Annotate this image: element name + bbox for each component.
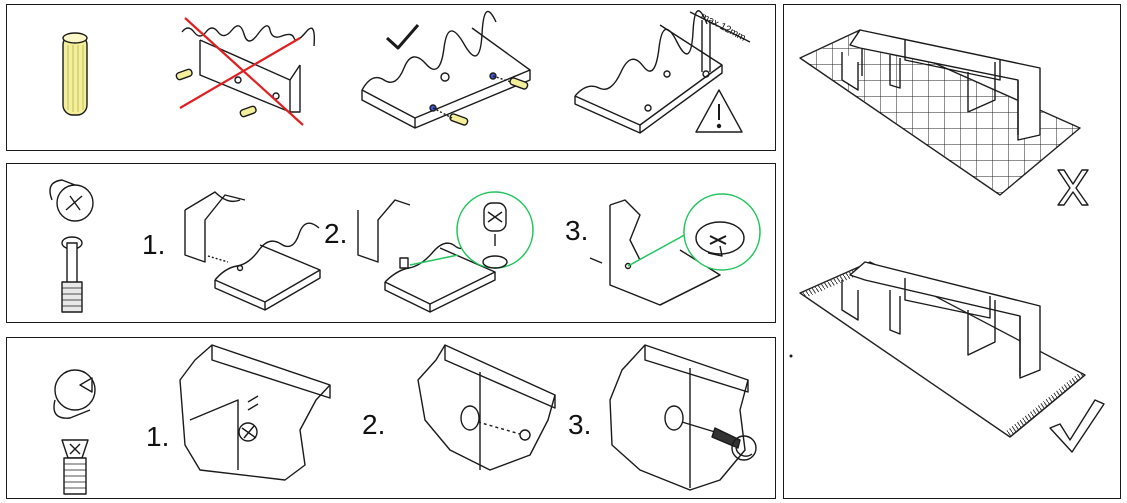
cabinet-on-rug [799, 261, 1086, 438]
max-depth-label: max 12mm [699, 11, 748, 44]
cross-mark-icon [1057, 169, 1089, 206]
dowel-icon [62, 32, 88, 116]
wrong-dowel-usage [175, 17, 316, 126]
row2-step-2-number: 2. [324, 218, 347, 249]
cam-lock-icon [49, 179, 94, 222]
row2-step-3-number: 3. [565, 215, 588, 246]
row3-step-3-number: 3. [568, 409, 591, 440]
max-depth-drawing [574, 10, 751, 134]
cam-step-2 [357, 191, 534, 313]
check-mark-icon [1049, 399, 1105, 453]
cam-step-1 [184, 191, 321, 311]
row3-step-2-number: 2. [362, 409, 385, 440]
connector-screw-icon [61, 439, 89, 495]
connector-step-3 [609, 344, 757, 491]
cam-bolt-icon [61, 236, 83, 313]
cabinet-on-grid-floor [799, 29, 1081, 196]
cam-fitting-icon [53, 369, 96, 419]
cam-step-3 [589, 193, 761, 306]
connector-step-2 [417, 344, 556, 471]
row3-step-1-number: 1. [146, 421, 169, 452]
connector-step-1 [179, 344, 331, 481]
check-mark-icon [385, 24, 420, 50]
correct-dowel-usage [361, 10, 531, 129]
row2-step-1-number: 1. [142, 229, 165, 260]
